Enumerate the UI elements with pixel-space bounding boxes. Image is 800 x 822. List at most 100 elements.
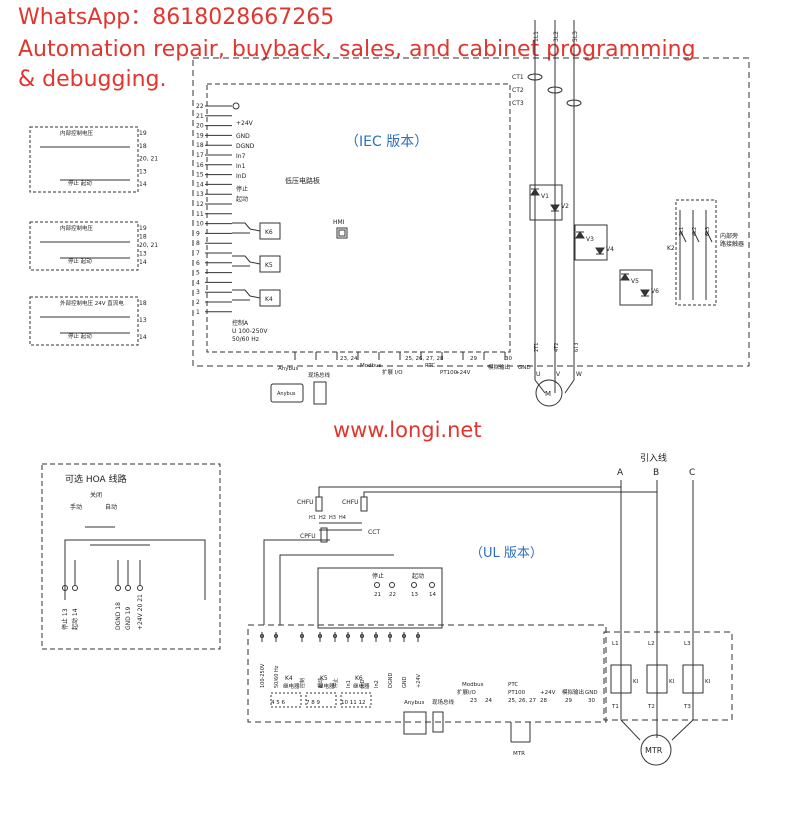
ul-bottom-label: 29 [565, 698, 572, 704]
aux-terminal: 19 [139, 225, 147, 232]
fuse-label: CHFU [342, 499, 359, 506]
hmi-port [336, 227, 348, 239]
ul-motor [640, 734, 672, 766]
bypass-contact [705, 229, 713, 243]
iec-terminal-number: 19 [196, 132, 204, 139]
thyristor-label: V1 [541, 193, 549, 200]
ul-board-label: DGND [388, 673, 394, 688]
relay-link [249, 261, 261, 265]
iec-terminal-number: 9 [196, 230, 200, 237]
fuse-label: CHFU [297, 499, 314, 506]
thyristor [640, 289, 650, 297]
iec-terminal-number: 7 [196, 250, 200, 257]
ul-out-term: T2 [647, 704, 655, 710]
iec-bottom-label: Modbus [360, 363, 382, 369]
iec-terminal-name: +24V [236, 120, 254, 127]
hoa-label: 手动 [70, 503, 82, 511]
ct-label: CT3 [512, 100, 524, 107]
iec-motor-label: M [545, 390, 551, 398]
transformer-tap: H4 [339, 515, 346, 521]
ul-phase: B [653, 468, 659, 478]
hoa-terminal-label: DGND 18 [115, 602, 122, 630]
hoa-terminal [62, 585, 68, 591]
power-label: U 100-250V [232, 328, 268, 335]
aux-labels: 停止 起动 [68, 332, 92, 340]
motor-phase: W [576, 371, 582, 378]
anybus-module [270, 383, 304, 403]
hmi-port-inner [338, 229, 346, 237]
hoa-terminal [137, 585, 143, 591]
relay-link [249, 295, 261, 299]
board-terminal [318, 634, 322, 638]
ul-line-term: L1 [612, 641, 619, 647]
ul-board-label: In2 [374, 680, 380, 688]
iec-terminal-number: 8 [196, 240, 200, 247]
aux-box [29, 296, 139, 346]
board-terminal [374, 634, 378, 638]
thyristor-bridge [529, 184, 563, 221]
iec-terminal-name: 停止 [236, 185, 248, 193]
ul-bottom-label: 25, 26, 27 [508, 698, 536, 704]
board-terminal [260, 634, 264, 638]
bypass-terminal: 2L1 [679, 227, 685, 236]
thyristor-label: V5 [631, 278, 639, 285]
ul-board [247, 624, 607, 723]
aux-title: 外部控制电压 24V 直流电 [60, 299, 124, 307]
relay-link [249, 228, 261, 232]
thyristor-label: V2 [561, 203, 569, 210]
ul-ki: KI [669, 679, 675, 685]
bypass-terminal: 6L3 [705, 227, 711, 236]
ul-wire [263, 539, 330, 625]
ul-relay-desc: 继电器 [318, 682, 335, 690]
board-terminal [274, 634, 278, 638]
thyristor-bridge [574, 224, 608, 261]
fuse [360, 496, 368, 512]
iec-terminal-name: 起动 [236, 195, 248, 203]
ul-board-label: 停止 [332, 678, 339, 688]
iec-terminal-name: DGND [236, 143, 255, 150]
ul-bottom-label: PT100 [508, 690, 526, 696]
hoa-frame [41, 463, 221, 650]
iec-terminal-name: In1 [236, 163, 246, 170]
motor-phase: U [536, 371, 540, 378]
iec-terminal-name: In7 [236, 153, 246, 160]
iec-terminal-number: 17 [196, 152, 204, 159]
ss-terminal-label: 14 [429, 592, 436, 598]
ul-wire [279, 554, 394, 625]
thyristor [550, 204, 560, 212]
ul-scr-module [646, 664, 668, 694]
motor-wire [620, 719, 641, 741]
fuse [320, 527, 328, 543]
ul-board-label: 控制 [299, 678, 306, 688]
aux-terminal: 14 [139, 334, 147, 341]
motor-wire [534, 379, 546, 394]
ul-relay: K5 [320, 675, 328, 682]
iec-terminal-number: 2 [196, 299, 200, 306]
ul-bottom-label: 28 [540, 698, 547, 704]
ul-fieldbus [432, 711, 444, 733]
aux-title: 内部控制电压 [60, 129, 94, 137]
ul-motor-label: MTR [645, 746, 663, 755]
aux-terminal: 14 [139, 259, 147, 266]
board-terminal [333, 634, 337, 638]
current-transformer [566, 99, 582, 107]
board-terminal [416, 634, 420, 638]
output-terminal: 2T1 [534, 343, 540, 352]
iec-bottom-label: 现场总线 [308, 371, 331, 379]
hoa-terminal [125, 585, 131, 591]
thyristor-bridge [619, 269, 653, 306]
board-terminal [388, 634, 392, 638]
ul-line-term: L2 [648, 641, 655, 647]
hoa-terminal-label: +24V 20 21 [137, 594, 144, 630]
ul-out-term: T3 [683, 704, 691, 710]
ul-ki: KI [705, 679, 711, 685]
relay-label: K4 [265, 296, 273, 303]
relay-contact [232, 289, 251, 297]
ul-ct: CCT [368, 529, 380, 536]
ss-label: 起动 [412, 572, 424, 580]
iec-bottom-label: PTC [425, 363, 435, 369]
ul-phase: C [689, 468, 695, 478]
ul-wire [363, 491, 657, 497]
ul-scr-module [610, 664, 632, 694]
